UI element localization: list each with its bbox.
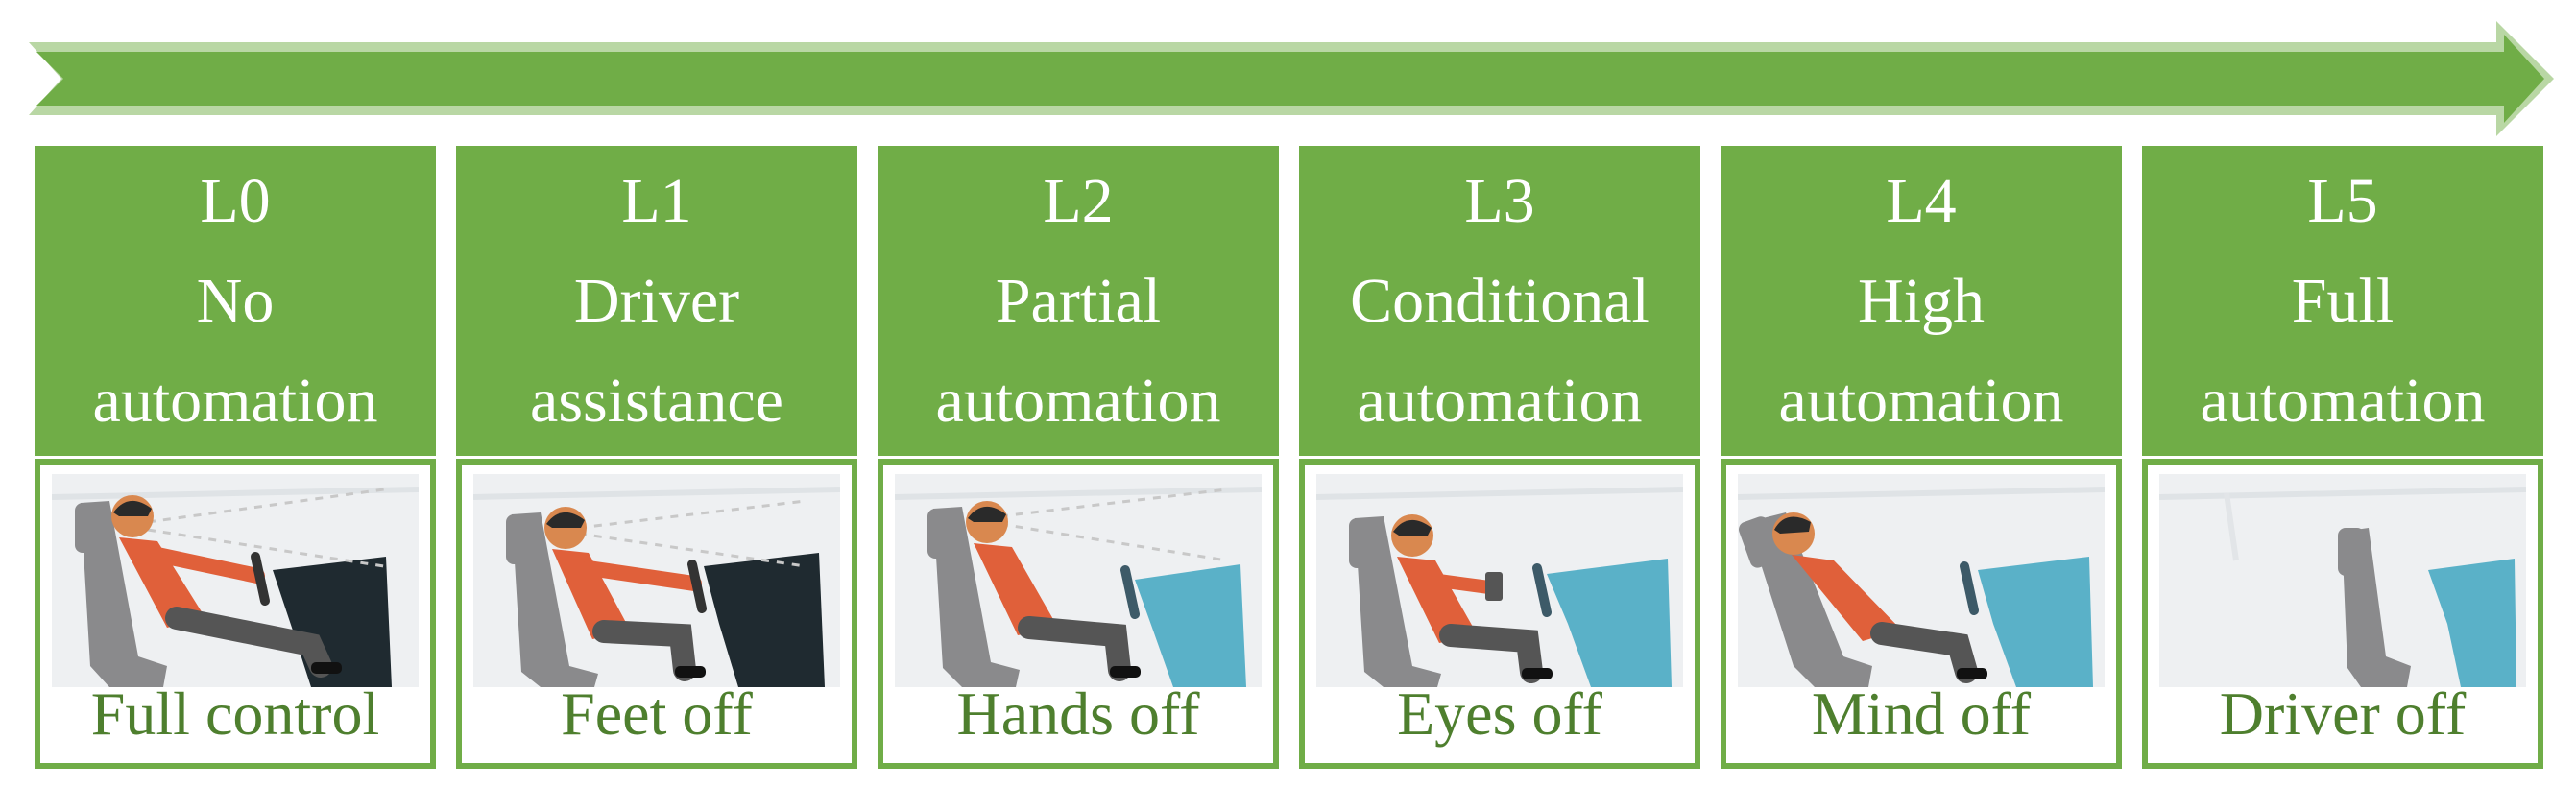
level-name-line2: automation (935, 365, 1221, 436)
level-caption: Mind off (1811, 679, 2032, 748)
driver-mind-off-illustration (1738, 474, 2105, 687)
level-caption: Eyes off (1397, 679, 1602, 748)
level-card-0: L0 No automation Full control (35, 146, 436, 769)
level-body: Full control (35, 459, 436, 769)
level-caption: Hands off (956, 679, 1200, 748)
driver-hands-off-illustration (895, 474, 1262, 687)
level-card-5: L5 Full automation Driver off (2142, 146, 2543, 769)
level-code: L0 (200, 165, 271, 236)
level-caption: Driver off (2219, 679, 2467, 748)
level-code: L2 (1043, 165, 1114, 236)
level-name-line1: Full (2291, 265, 2395, 336)
level-header: L4 High automation (1721, 146, 2122, 456)
level-code: L5 (2307, 165, 2378, 236)
level-name-line2: automation (1357, 365, 1643, 436)
level-card-2: L2 Partial automation Hands off (878, 146, 1279, 769)
level-name-line1: No (196, 265, 275, 336)
level-code: L3 (1464, 165, 1535, 236)
level-body: Hands off (878, 459, 1279, 769)
level-header: L2 Partial automation (878, 146, 1279, 456)
level-name-line1: Conditional (1350, 265, 1649, 336)
driver-off-illustration (2159, 474, 2526, 687)
level-name-line2: automation (2200, 365, 2486, 436)
level-name-line2: automation (1778, 365, 2064, 436)
level-name-line2: automation (92, 365, 378, 436)
level-card-1: L1 Driver assistance Feet off (456, 146, 857, 769)
level-name-line1: Driver (573, 265, 740, 336)
level-body: Feet off (456, 459, 857, 769)
level-body: Driver off (2142, 459, 2543, 769)
level-caption: Feet off (561, 679, 753, 748)
progression-arrow-icon (29, 21, 2554, 136)
level-header: L0 No automation (35, 146, 436, 456)
level-body: Eyes off (1299, 459, 1700, 769)
level-name-line2: assistance (530, 365, 783, 436)
driver-feet-off-illustration (473, 474, 840, 687)
level-name-line1: Partial (995, 265, 1162, 336)
level-header: L1 Driver assistance (456, 146, 857, 456)
level-code: L1 (621, 165, 692, 236)
level-code: L4 (1886, 165, 1957, 236)
level-name-line1: High (1858, 265, 1985, 336)
level-caption: Full control (90, 679, 380, 748)
level-card-3: L3 Conditional automation Eyes off (1299, 146, 1700, 769)
driver-eyes-off-illustration (1316, 474, 1683, 687)
level-header: L3 Conditional automation (1299, 146, 1700, 456)
level-card-4: L4 High automation Mind off (1721, 146, 2122, 769)
level-body: Mind off (1721, 459, 2122, 769)
driver-full-control-illustration (52, 474, 419, 687)
level-header: L5 Full automation (2142, 146, 2543, 456)
